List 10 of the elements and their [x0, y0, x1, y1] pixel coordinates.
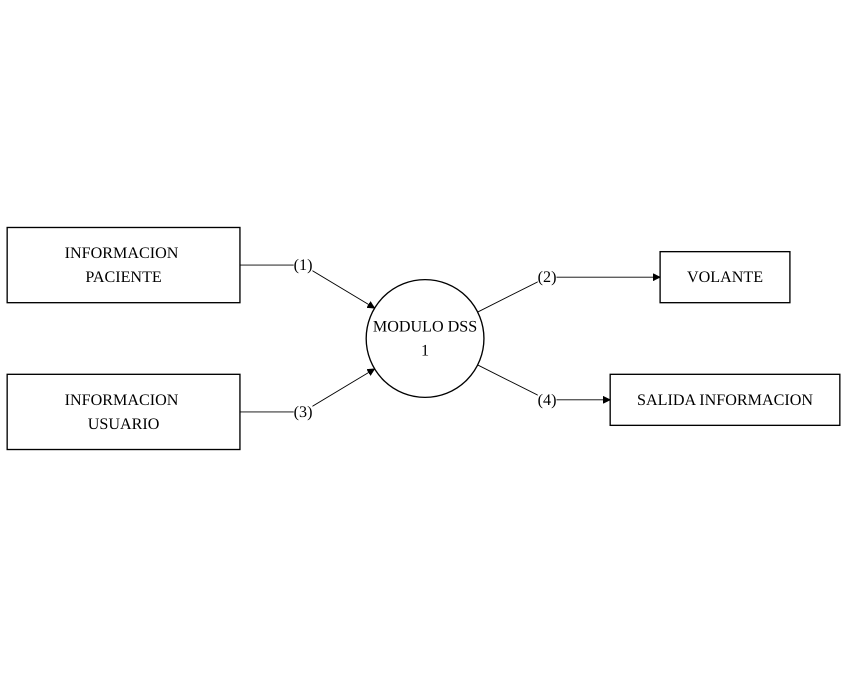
- node-box: INFORMACION PACIENTE: [6, 226, 241, 304]
- node-circle: MODULO DSS 1: [366, 278, 485, 398]
- edge-label: (3): [294, 402, 312, 420]
- node-box: SALIDA INFORMACION: [610, 374, 841, 426]
- node-box: VOLANTE: [659, 250, 791, 304]
- edge-label: (2): [538, 268, 556, 286]
- arrow: [477, 273, 660, 312]
- node-box: INFORMACION USUARIO: [6, 374, 241, 450]
- edge-label: (4): [538, 390, 556, 408]
- edge-label: (1): [294, 256, 312, 274]
